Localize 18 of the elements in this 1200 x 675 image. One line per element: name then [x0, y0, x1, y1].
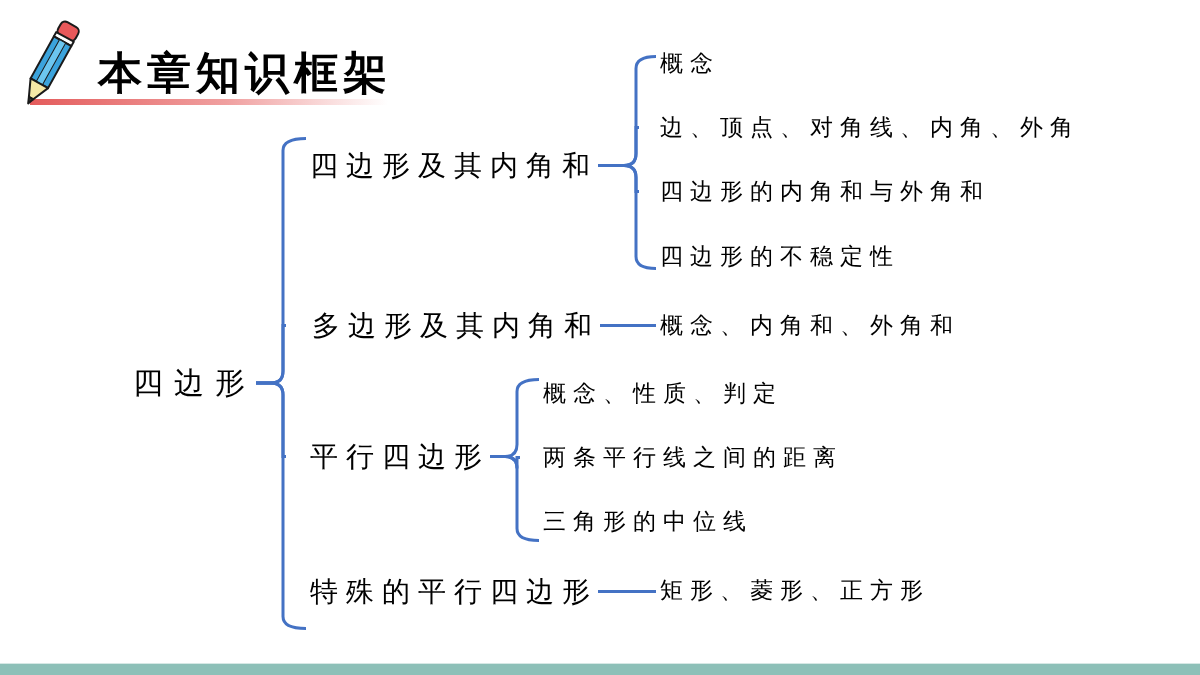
detail-text: 概念、内角和、外角和: [656, 309, 960, 342]
brace-connector: [256, 381, 307, 630]
connector-line: [598, 590, 656, 593]
root-topic: 四边形: [129, 362, 256, 404]
detail-text: 四边形的内角和与外角和: [639, 175, 990, 208]
detail-text: 矩形、菱形、正方形: [656, 574, 930, 607]
detail-text: 边、顶点、对角线、内角、外角: [639, 111, 1080, 144]
detail-text: 两条平行线之间的距离: [520, 441, 843, 474]
topic-text: 多边形及其内角和: [286, 306, 600, 345]
topic-text: 特殊的平行四边形: [306, 572, 598, 611]
topic-text: 四边形及其内角和: [306, 146, 598, 185]
connector-line: [600, 324, 656, 327]
detail-text: 概念: [656, 47, 720, 80]
title-text: 本章知识框架: [98, 48, 392, 98]
detail-text: 四边形的不稳定性: [656, 240, 900, 273]
topic-text: 平行四边形: [286, 437, 490, 476]
detail-text: 三角形的中位线: [539, 505, 753, 538]
detail-text: 概念、性质、判定: [539, 377, 783, 410]
